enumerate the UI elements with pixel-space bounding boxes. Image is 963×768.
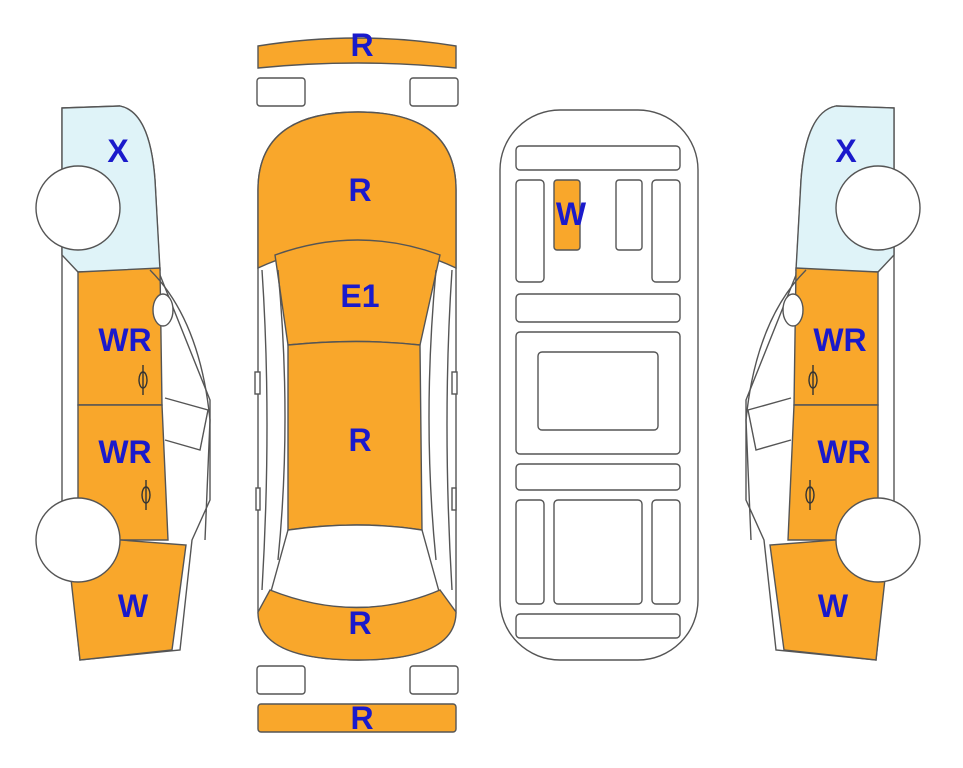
right-rear-door-code: WR <box>817 434 870 470</box>
right-door-handle-rear <box>805 480 815 510</box>
top-taillight-right <box>409 665 459 695</box>
top-headlight-left <box>256 77 306 107</box>
left-window-line-2 <box>164 397 209 451</box>
right-window-line-2 <box>747 397 792 451</box>
top-taillight-left <box>256 665 306 695</box>
top-mirror-left <box>254 371 261 395</box>
top-door-window-left <box>277 269 286 561</box>
top-side-line-right <box>446 269 453 591</box>
left-rear-door-code: WR <box>98 434 151 470</box>
floor-rear-rail-left <box>515 499 545 605</box>
floor-panel-code: W <box>556 196 587 232</box>
top-rear-glass <box>269 524 441 609</box>
top-windshield-code: E1 <box>340 278 379 314</box>
top-trunk-panel[interactable] <box>257 589 457 661</box>
left-rear-wheel <box>35 497 121 583</box>
right-mirror <box>782 293 804 327</box>
left-door-handle-front <box>138 365 148 395</box>
top-trunk-code: R <box>348 605 371 641</box>
right-front-wheel <box>835 165 921 251</box>
top-rear-bumper-code: R <box>350 700 373 736</box>
right-front-door-code: WR <box>813 322 866 358</box>
right-rear-quarter-code: W <box>818 588 849 624</box>
right-windshield-code: X <box>835 133 857 169</box>
floor-bracket <box>615 179 643 251</box>
floor-rail-left <box>515 179 545 283</box>
floor-front-crossmember <box>515 145 681 171</box>
floor-rear-rail-right <box>651 499 681 605</box>
top-front-bumper-code: R <box>350 27 373 63</box>
top-rear-bumper-panel[interactable] <box>257 703 457 733</box>
right-side-view <box>745 105 921 661</box>
left-rear-quarter-code: W <box>118 588 149 624</box>
top-handle-left <box>255 487 261 511</box>
floor-spare-well <box>553 499 643 605</box>
floor-center-panel <box>537 351 659 431</box>
top-hood-code: R <box>348 172 371 208</box>
top-mirror-right <box>451 371 458 395</box>
right-window-line <box>745 269 807 541</box>
left-mirror <box>152 293 174 327</box>
top-view: R R E1 R R R <box>254 27 459 736</box>
top-side-line-left <box>261 269 268 591</box>
right-rear-wheel <box>835 497 921 583</box>
left-front-door-code: WR <box>98 322 151 358</box>
floor-damaged-panel[interactable] <box>553 179 581 251</box>
left-front-wheel <box>35 165 121 251</box>
top-handle-right <box>451 487 457 511</box>
right-door-handle-front <box>808 365 818 395</box>
left-side-view: X WR WR W <box>35 105 211 661</box>
floor-tail-crossmember <box>515 613 681 639</box>
floor-view: W <box>499 109 699 661</box>
floor-mid-crossmember <box>515 293 681 323</box>
top-roof-code: R <box>348 422 371 458</box>
top-door-window-right <box>428 269 437 561</box>
floor-rail-right <box>651 179 681 283</box>
left-windshield-code: X <box>107 133 129 169</box>
floor-rear-crossmember <box>515 463 681 491</box>
top-front-bumper-panel[interactable] <box>257 37 457 69</box>
top-headlight-right <box>409 77 459 107</box>
left-window-line <box>149 269 211 541</box>
left-door-handle-rear <box>141 480 151 510</box>
